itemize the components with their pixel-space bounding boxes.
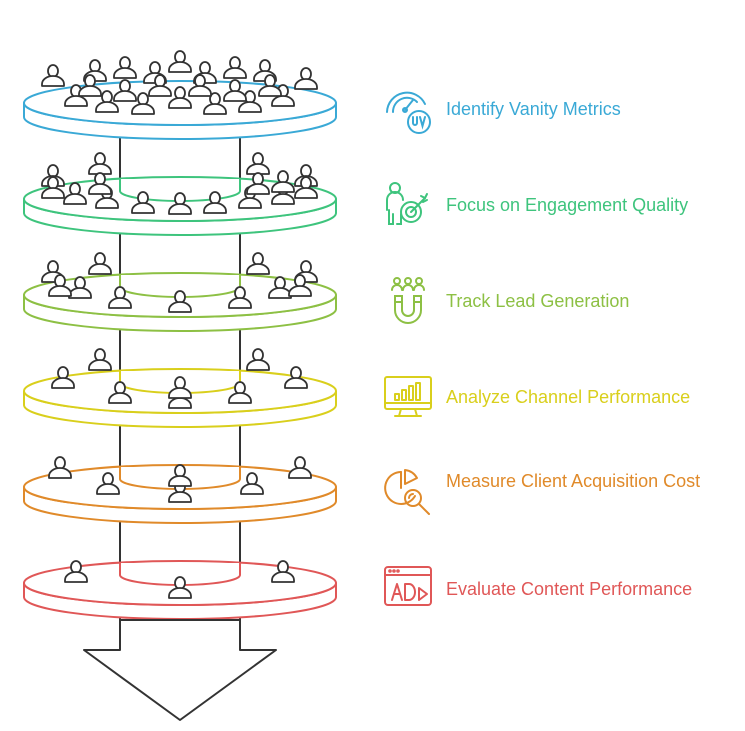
person-icon — [288, 274, 312, 297]
person-icon — [258, 74, 282, 97]
person-icon — [271, 84, 295, 107]
person-icon — [88, 348, 112, 371]
stage-1-label: Identify Vanity Metrics — [446, 99, 621, 119]
person-icon — [203, 191, 227, 214]
funnel-stage-1 — [23, 50, 337, 140]
stage-2-label: Focus on Engagement Quality — [446, 195, 689, 215]
person-icon — [223, 56, 247, 79]
person-icon — [203, 92, 227, 115]
person-icon — [51, 366, 75, 389]
person-icon — [113, 56, 137, 79]
person-icon — [108, 381, 132, 404]
stage-4-label: Analyze Channel Performance — [446, 387, 691, 407]
gauge-uv-icon — [383, 86, 433, 141]
person-icon — [246, 252, 270, 275]
person-icon — [223, 79, 247, 102]
person-icon — [294, 176, 318, 199]
person-icon — [228, 286, 252, 309]
person-icon — [95, 186, 119, 209]
person-icon — [148, 74, 172, 97]
monitor-chart-icon — [383, 374, 433, 429]
stage-6-label: Evaluate Content Performance — [446, 579, 693, 599]
funnel-stage-2 — [23, 152, 337, 236]
person-icon — [271, 170, 295, 193]
down-arrow-icon — [83, 619, 277, 721]
person-icon — [63, 182, 87, 205]
person-icon — [108, 286, 132, 309]
person-icon — [88, 152, 112, 175]
person-icon — [48, 456, 72, 479]
person-icon — [294, 67, 318, 90]
person-icon — [168, 86, 192, 109]
person-icon — [271, 560, 295, 583]
person-icon — [168, 192, 192, 215]
ad-play-icon — [383, 564, 433, 619]
funnel-stage-3 — [23, 252, 337, 332]
person-icon — [168, 50, 192, 73]
person-icon — [131, 92, 155, 115]
person-icon — [48, 274, 72, 297]
pie-magnifier-icon — [383, 468, 433, 523]
person-icon — [188, 74, 212, 97]
person-icon — [246, 348, 270, 371]
person-icon — [228, 381, 252, 404]
person-icon — [240, 472, 264, 495]
person-icon — [168, 376, 192, 399]
person-icon — [96, 472, 120, 495]
person-icon — [41, 176, 65, 199]
stage-5-label: Measure Client Acquisition Cost — [446, 471, 701, 491]
person-icon — [168, 464, 192, 487]
person-icon — [113, 79, 137, 102]
person-icon — [288, 456, 312, 479]
funnel-discs — [23, 50, 337, 620]
person-icon — [64, 84, 88, 107]
person-icon — [246, 152, 270, 175]
person-icon — [168, 290, 192, 313]
person-icon — [95, 90, 119, 113]
magnet-people-icon — [383, 276, 433, 331]
funnel-stage-5 — [23, 456, 337, 524]
person-icon — [41, 64, 65, 87]
funnel-stage-6 — [23, 560, 337, 620]
person-icon — [246, 172, 270, 195]
person-icon — [131, 191, 155, 214]
person-icon — [168, 576, 192, 599]
funnel-stage-4 — [23, 348, 337, 428]
person-icon — [88, 172, 112, 195]
person-icon — [284, 366, 308, 389]
person-target-icon — [383, 180, 433, 235]
person-icon — [78, 74, 102, 97]
person-icon — [88, 252, 112, 275]
person-icon — [64, 560, 88, 583]
stage-3-label: Track Lead Generation — [446, 291, 630, 311]
